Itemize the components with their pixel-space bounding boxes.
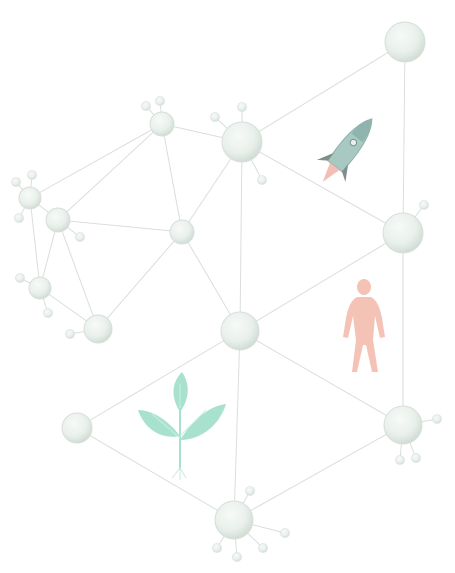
edge [233,424,404,521]
edge [161,123,183,233]
satellite-node [43,308,53,318]
human-figure-icon [343,279,385,372]
network-node [220,311,260,351]
edge [241,41,406,143]
satellite-node [257,175,267,185]
network-node [149,111,175,137]
network-node [383,405,423,445]
edge [57,123,163,221]
edge [239,141,243,332]
network-node [214,500,254,540]
network-node [384,21,426,63]
network-node [28,276,52,300]
satellite-node [245,486,255,496]
satellite-node [411,453,421,463]
network-node [83,314,113,344]
satellite-node [210,112,220,122]
satellite-node [237,102,247,112]
edge [233,330,241,521]
bud-layer [11,96,442,562]
network-node [45,207,71,233]
satellite-node [395,455,405,465]
edge [57,219,183,233]
satellite-node [65,329,75,339]
edge [76,427,235,521]
edge [76,330,241,429]
satellite-node [141,101,151,111]
network-node [382,212,424,254]
satellite-node [27,170,37,180]
rocket-icon [317,118,373,182]
node-layer [18,21,426,540]
plant-sprout-icon [138,372,226,480]
satellite-node [15,273,25,283]
satellite-node [14,213,24,223]
edge [29,123,163,199]
network-node [169,219,195,245]
satellite-node [258,543,268,553]
satellite-node [232,552,242,562]
edge [239,232,404,332]
satellite-node [11,177,21,187]
edge [239,330,404,426]
satellite-node [432,414,442,424]
network-node [61,412,93,444]
satellite-node [75,232,85,242]
satellite-node [212,543,222,553]
edge [97,231,183,330]
network-node [221,121,263,163]
edge [57,219,99,330]
satellite-node [419,200,429,210]
edge [241,141,404,234]
satellite-node [280,528,290,538]
satellite-node [155,96,165,106]
edge [29,197,41,289]
edge [402,41,406,234]
network-node [18,186,42,210]
